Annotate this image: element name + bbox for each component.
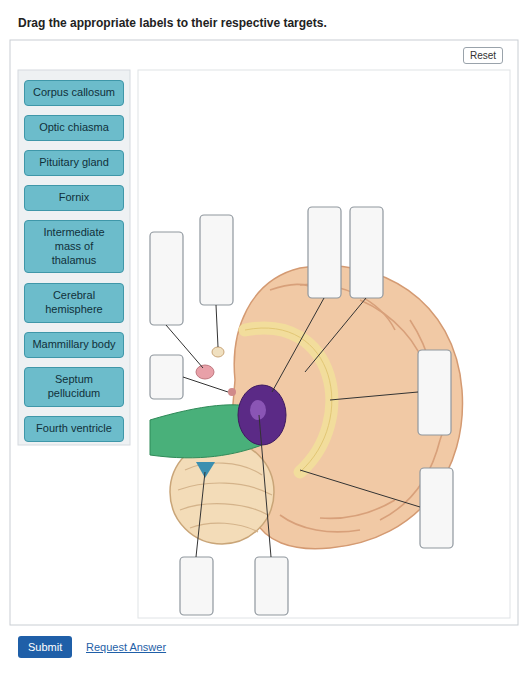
reset-button: Reset <box>463 47 503 64</box>
title-text: Drag the appropriate labels to their res… <box>18 16 327 30</box>
label-tile-text: Corpus callosum <box>31 86 117 100</box>
label-tile-text: Pituitary gland <box>31 156 117 170</box>
link-text: Request Answer <box>86 641 166 653</box>
label-tile: Mammillary body <box>24 332 124 358</box>
label-tile-text: Fourth ventricle <box>31 422 117 436</box>
label-tile-text: Septum pellucidum <box>31 373 117 401</box>
pituitary-shape <box>196 365 214 379</box>
label-tile: Intermediate mass of thalamus <box>24 220 124 273</box>
submit-button: Submit <box>18 636 72 658</box>
leader-lines <box>166 298 420 557</box>
activity-frame <box>10 40 518 625</box>
label-tile: Septum pellucidum <box>24 367 124 407</box>
label-tile: Pituitary gland <box>24 150 124 176</box>
label-tile: Fourth ventricle <box>24 416 124 442</box>
label-tile: Optic chiasma <box>24 115 124 141</box>
request-answer-link: Request Answer <box>86 641 166 653</box>
label-tile-text: Fornix <box>31 191 117 205</box>
intermediate-mass-shape <box>250 400 266 420</box>
image-area <box>138 70 510 618</box>
label-tile: Cerebral hemisphere <box>24 283 124 323</box>
label-tile-text: Intermediate mass of thalamus <box>31 226 117 267</box>
thalamus <box>238 385 286 445</box>
label-tile: Fornix <box>24 185 124 211</box>
optic-chiasma-shape <box>212 347 224 357</box>
mammillary-shape <box>228 388 236 396</box>
label-tile-text: Cerebral hemisphere <box>31 289 117 317</box>
cerebellar-folia <box>178 463 272 532</box>
label-tile-text: Mammillary body <box>31 338 117 352</box>
label-tile-text: Optic chiasma <box>31 121 117 135</box>
label-tile: Corpus callosum <box>24 80 124 106</box>
label-bank <box>18 70 130 445</box>
page-title: Drag the appropriate labels to their res… <box>18 16 327 30</box>
submit-button-text: Submit <box>28 641 62 653</box>
reset-button-text: Reset <box>470 50 496 61</box>
fourth-ventricle-shape <box>196 462 215 478</box>
drop-targets <box>150 207 453 615</box>
